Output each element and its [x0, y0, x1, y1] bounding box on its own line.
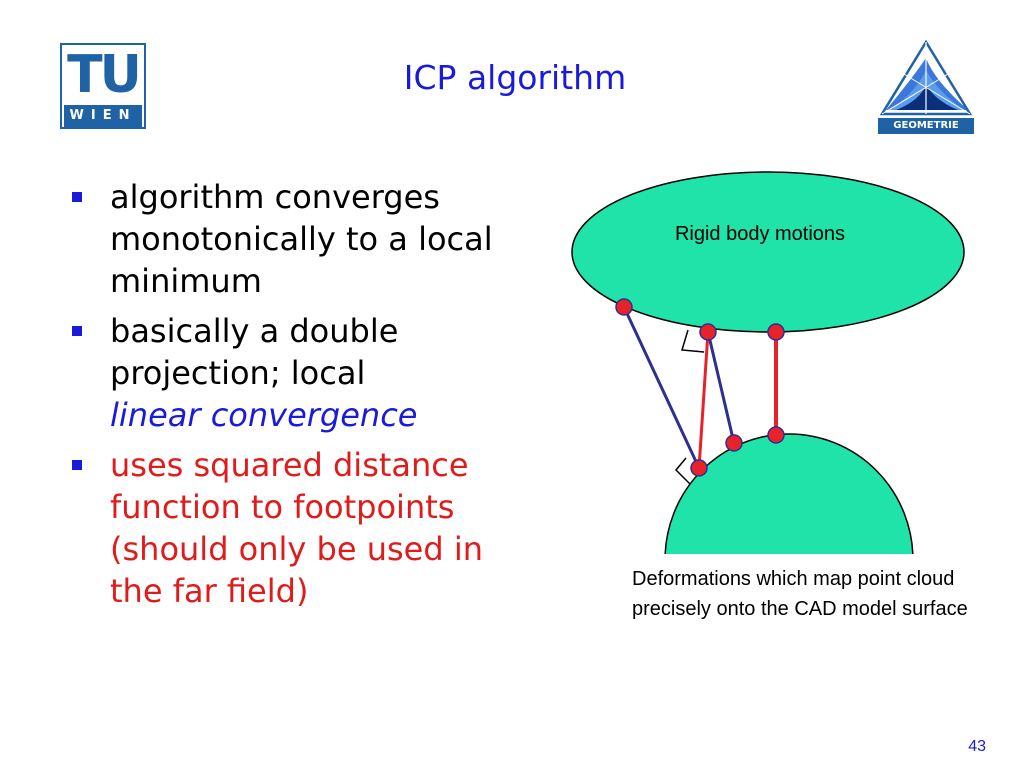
point-marker: [699, 323, 717, 341]
tu-logo-bar: WIEN: [64, 105, 142, 127]
right-angle-marker: [674, 457, 691, 485]
bullet-square-icon: [72, 326, 82, 336]
bullet-square-icon: [72, 460, 82, 470]
bullet-text: algorithm converges monotonically to a l…: [110, 178, 493, 300]
point-marker: [725, 434, 743, 452]
geometrie-logo-icon: [879, 40, 973, 116]
bullet-item: basically a double projection; local lin…: [72, 310, 542, 436]
point-marker: [690, 459, 708, 477]
bullet-emphasis: linear convergence: [110, 396, 418, 434]
geometrie-logo-caption: GEOMETRIE: [878, 118, 974, 134]
bullet-list: algorithm converges monotonically to a l…: [72, 176, 542, 620]
tu-logo-letters: TU: [67, 45, 142, 105]
point-marker: [767, 426, 785, 444]
point-marker: [615, 298, 633, 316]
icp-diagram: [571, 171, 965, 554]
projection-line-blue: [622, 306, 701, 469]
point-marker: [767, 323, 785, 341]
projection-line-blue: [706, 331, 736, 444]
tu-wien-logo: TU WIEN: [60, 43, 146, 129]
deformation-label: Deformations which map point cloud preci…: [632, 568, 968, 620]
slide-title: ICP algorithm: [403, 58, 627, 97]
bullet-square-icon: [72, 192, 82, 202]
bullet-text: basically a double projection; local: [110, 312, 399, 392]
page-number: 43: [968, 738, 986, 755]
deformation-region: [664, 433, 914, 554]
projection-line-red: [697, 331, 710, 469]
bullet-item: uses squared distance function to footpo…: [72, 444, 542, 612]
rigid-body-label: Rigid body motions: [674, 223, 846, 245]
bullet-text: uses squared distance function to footpo…: [110, 446, 483, 610]
right-angle-marker: [681, 329, 705, 353]
bullet-item: algorithm converges monotonically to a l…: [72, 176, 542, 302]
